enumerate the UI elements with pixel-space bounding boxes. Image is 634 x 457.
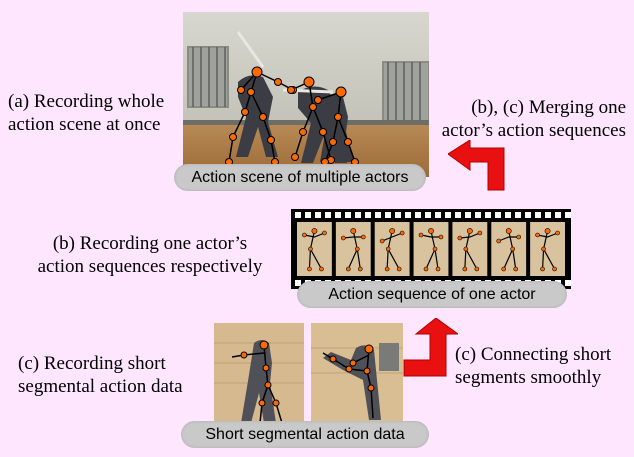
segment-photo-1: [214, 323, 304, 426]
sprocket-hole: [455, 212, 461, 218]
film-frame: [335, 222, 371, 276]
middle-caption: Action sequence of one actor: [297, 281, 567, 308]
film-frame: [530, 222, 565, 276]
sprocket-hole: [495, 212, 501, 218]
segment-photo-2: [311, 323, 403, 426]
sprocket-hole: [295, 280, 301, 286]
top-left-text: (a) Recording whole action scene at once: [8, 90, 164, 136]
sprocket-hole: [475, 212, 481, 218]
sprocket-hole: [355, 212, 361, 218]
sprocket-hole: [465, 212, 471, 218]
sprocket-hole: [395, 212, 401, 218]
arrow-up-left-icon: [448, 140, 505, 191]
sprocket-hole: [385, 212, 391, 218]
sprocket-hole: [305, 212, 311, 218]
film-frame: [491, 222, 527, 276]
bottom-left-text: (c) Recording short segmental action dat…: [18, 352, 183, 398]
sprocket-hole: [555, 212, 561, 218]
sprocket-hole: [335, 212, 341, 218]
top-right-line-2: actor’s action sequences: [441, 120, 626, 141]
sprocket-hole: [405, 212, 411, 218]
sprocket-hole: [425, 212, 431, 218]
bottom-left-line-1: (c) Recording short: [18, 353, 166, 374]
sprocket-hole: [485, 212, 491, 218]
bottom-right-text: (c) Connecting short segments smoothly: [455, 343, 611, 389]
sprocket-hole: [505, 212, 511, 218]
sprocket-hole: [315, 212, 321, 218]
sprocket-hole: [295, 212, 301, 218]
sprocket-hole: [415, 212, 421, 218]
sprocket-hole: [445, 212, 451, 218]
top-right-text: (b), (c) Merging one actor’s action sequ…: [436, 96, 626, 142]
sprocket-hole: [515, 212, 521, 218]
arrow-up-right-icon: [403, 318, 458, 377]
film-frame: [297, 222, 332, 276]
top-caption: Action scene of multiple actors: [174, 164, 426, 191]
sprocket-hole: [545, 212, 551, 218]
middle-left-text: (b) Recording one actor’s action sequenc…: [30, 232, 270, 278]
middle-left-line-1: (b) Recording one actor’s: [52, 233, 248, 254]
top-right-line-1: (b), (c) Merging one: [471, 97, 626, 118]
sprocket-hole: [565, 280, 571, 286]
sprocket-hole: [325, 212, 331, 218]
film-frame: [374, 222, 410, 276]
sprocket-hole: [525, 212, 531, 218]
top-left-line-2: action scene at once: [8, 114, 161, 135]
multi-actor-photo: [183, 12, 429, 177]
sprocket-hole: [375, 212, 381, 218]
bottom-caption: Short segmental action data: [181, 421, 429, 448]
top-left-line-1: (a) Recording whole: [8, 91, 165, 112]
bottom-right-line-1: (c) Connecting short: [455, 344, 612, 365]
bottom-right-line-2: segments smoothly: [455, 367, 602, 388]
middle-left-line-2: action sequences respectively: [37, 256, 263, 277]
sprocket-hole: [535, 212, 541, 218]
film-frame: [413, 222, 449, 276]
filmstrip: [291, 209, 571, 289]
sprocket-hole: [365, 212, 371, 218]
film-frame: [452, 222, 488, 276]
sprocket-hole: [345, 212, 351, 218]
bottom-left-line-2: segmental action data: [18, 376, 183, 397]
sprocket-hole: [565, 212, 571, 218]
sprocket-hole: [435, 212, 441, 218]
